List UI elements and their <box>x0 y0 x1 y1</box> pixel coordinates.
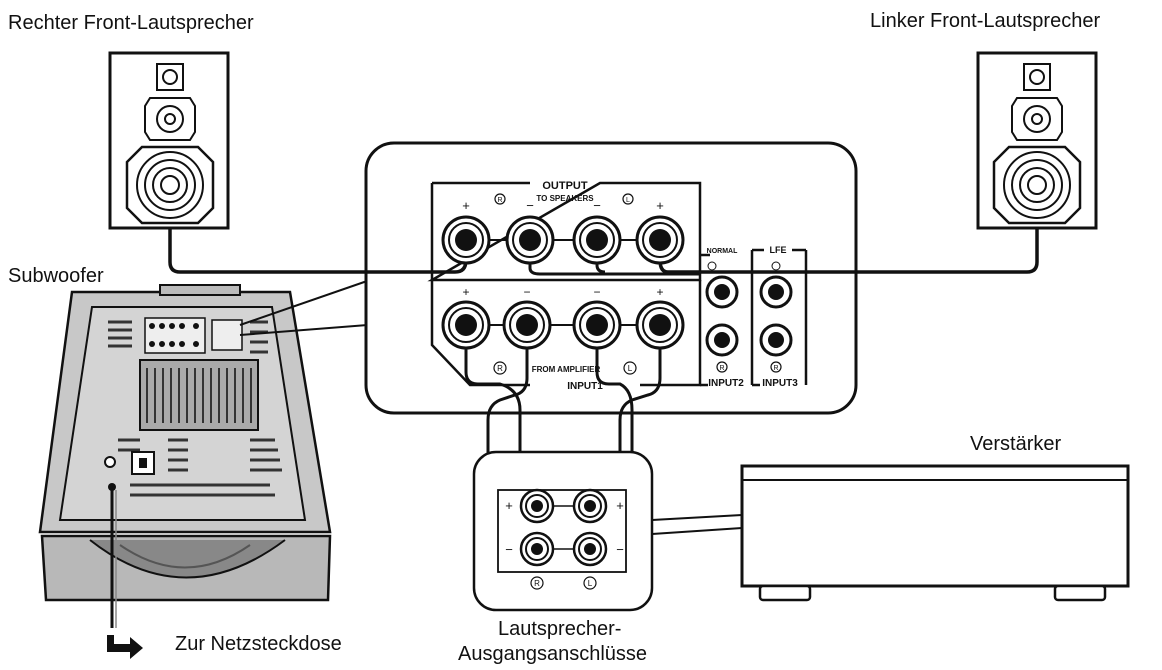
from-amplifier-label: FROM AMPLIFIER <box>532 365 601 374</box>
to-speakers-label: TO SPEAKERS <box>536 194 594 203</box>
amp-left-minus-terminal <box>572 531 608 567</box>
amp-plus-left-mark: + <box>616 498 624 513</box>
input1-minus-left-mark: − <box>593 285 600 299</box>
output-plus-right-mark: + <box>462 198 470 213</box>
input2-label: INPUT2 <box>708 378 744 389</box>
input1-right-plus-terminal <box>441 300 491 350</box>
output-minus-right-mark: − <box>526 198 534 213</box>
input3-left-jack <box>759 275 793 309</box>
amp-left-mark: L <box>588 579 593 588</box>
normal-label: NORMAL <box>707 248 738 255</box>
to-outlet-label: Zur Netzsteckdose <box>175 633 342 655</box>
output-terminals <box>441 215 685 265</box>
input1-minus-right-mark: − <box>523 285 530 299</box>
input3-label: INPUT3 <box>762 378 798 389</box>
output-left-plus-terminal <box>635 215 685 265</box>
speaker-outputs-label-line2: Ausgangsanschlüsse <box>458 643 648 665</box>
output-minus-left-mark: − <box>593 198 601 213</box>
amp-right-minus-terminal <box>519 531 555 567</box>
output-left-mark: L <box>626 197 630 204</box>
input1-label: INPUT1 <box>567 381 603 392</box>
output-label: OUTPUT <box>542 180 588 192</box>
input1-plus-left-mark: + <box>656 285 663 299</box>
speaker-wires <box>168 228 1039 500</box>
input2-right-mark: R <box>719 365 724 372</box>
output-right-mark: R <box>497 197 502 204</box>
output-left-minus-terminal <box>572 215 622 265</box>
left-front-speaker-label: Linker Front-Lautsprecher <box>870 10 1101 32</box>
power-cord <box>110 490 117 628</box>
output-right-minus-terminal <box>505 215 555 265</box>
output-plus-left-mark: + <box>656 198 664 213</box>
subwoofer-label: Subwoofer <box>8 265 104 287</box>
input2-left-jack <box>705 275 739 309</box>
input1-right-mark: R <box>497 364 503 373</box>
amplifier-label: Verstärker <box>970 433 1062 455</box>
amplifier-speaker-output-panel <box>472 450 743 612</box>
input1-left-plus-terminal <box>635 300 685 350</box>
input1-terminals <box>441 300 685 350</box>
input1-left-minus-terminal <box>572 300 622 350</box>
amp-right-plus-terminal <box>519 488 555 524</box>
amp-minus-left-mark: − <box>616 542 624 557</box>
input1-left-mark: L <box>628 364 633 373</box>
amp-plus-right-mark: + <box>505 498 513 513</box>
outlet-arrow-icon <box>107 635 143 659</box>
amp-minus-right-mark: − <box>505 542 513 557</box>
amp-left-plus-terminal <box>572 488 608 524</box>
speaker-outputs-label-line1: Lautsprecher- <box>498 618 622 640</box>
input3-right-jack <box>759 323 793 357</box>
amplifier <box>740 464 1130 602</box>
output-right-plus-terminal <box>441 215 491 265</box>
amp-right-mark: R <box>534 579 540 588</box>
lfe-label: LFE <box>770 245 787 255</box>
input1-plus-right-mark: + <box>462 285 469 299</box>
right-front-speaker-label: Rechter Front-Lautsprecher <box>8 12 254 34</box>
input3-right-mark: R <box>773 365 778 372</box>
input2-right-jack <box>705 323 739 357</box>
input1-right-minus-terminal <box>502 300 552 350</box>
subwoofer <box>38 279 433 602</box>
right-front-speaker <box>108 51 230 230</box>
left-front-speaker <box>976 51 1098 230</box>
